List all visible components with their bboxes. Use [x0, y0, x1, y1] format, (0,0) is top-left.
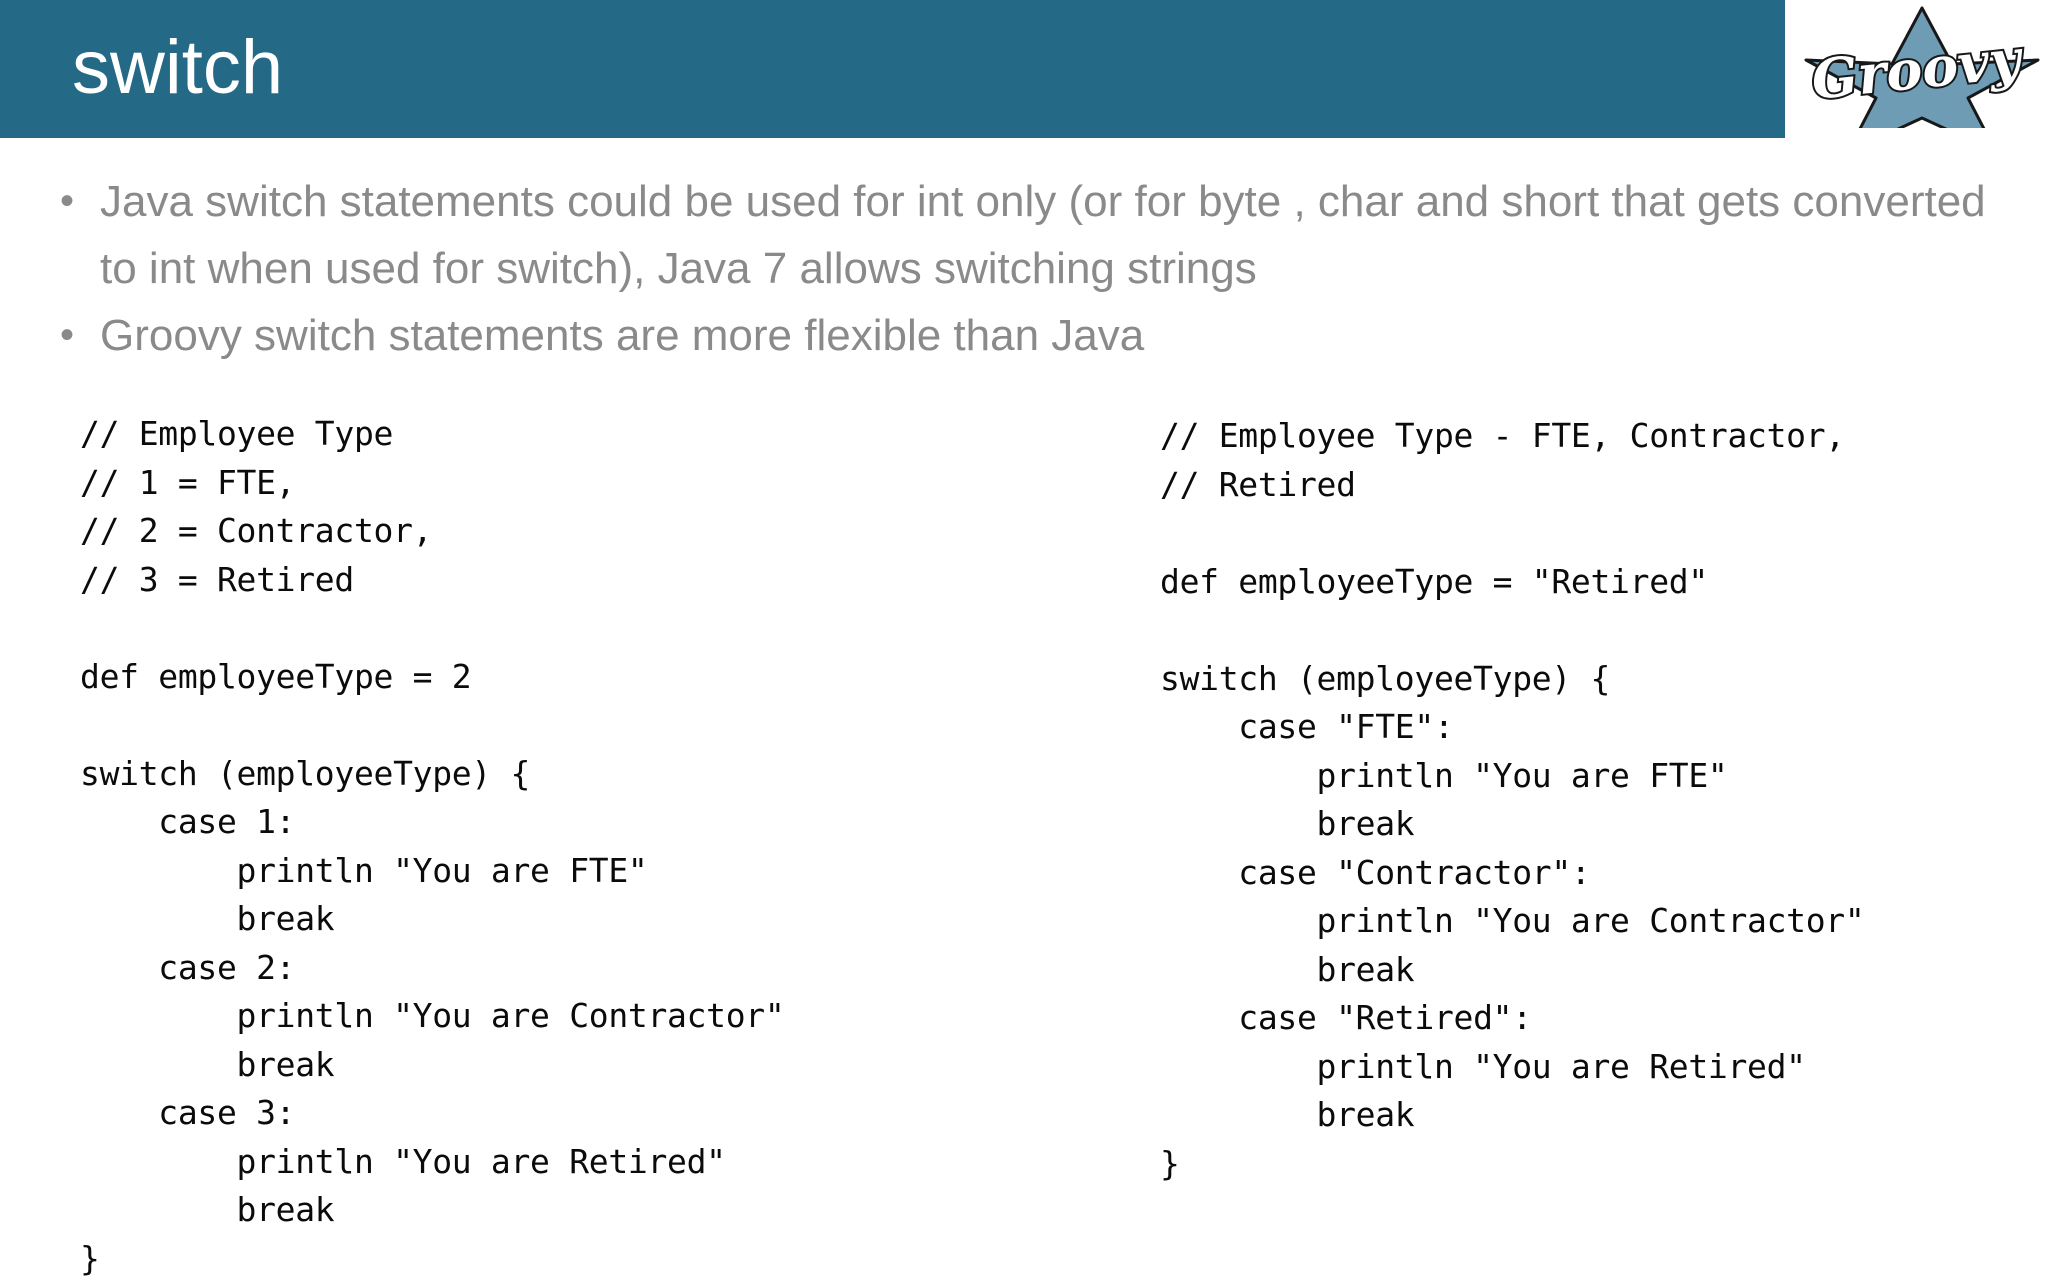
list-item: • Groovy switch statements are more flex…: [60, 302, 2020, 369]
list-item: • Java switch statements could be used f…: [60, 168, 2020, 302]
bullet-text: Java switch statements could be used for…: [100, 177, 1986, 293]
svg-text:Groovy: Groovy: [1809, 26, 2028, 112]
page-title: switch: [72, 25, 284, 110]
groovy-logo: Groovy: [1800, 2, 2044, 128]
groovy-star-icon: Groovy: [1804, 6, 2040, 128]
code-comparison-area: // Employee Type // 1 = FTE, // 2 = Cont…: [0, 400, 2048, 1280]
bullet-marker-icon: •: [60, 179, 75, 223]
bullet-marker-icon: •: [60, 313, 75, 357]
slide-header-bar: switch: [0, 0, 1785, 138]
code-block-java-style-switch: // Employee Type // 1 = FTE, // 2 = Cont…: [80, 414, 785, 1278]
bullet-text: Groovy switch statements are more flexib…: [100, 311, 1145, 360]
code-block-groovy-string-switch: // Employee Type - FTE, Contractor, // R…: [1160, 416, 1865, 1183]
bullet-list: • Java switch statements could be used f…: [60, 168, 2020, 369]
groovy-wordmark: Groovy: [1807, 24, 2030, 114]
